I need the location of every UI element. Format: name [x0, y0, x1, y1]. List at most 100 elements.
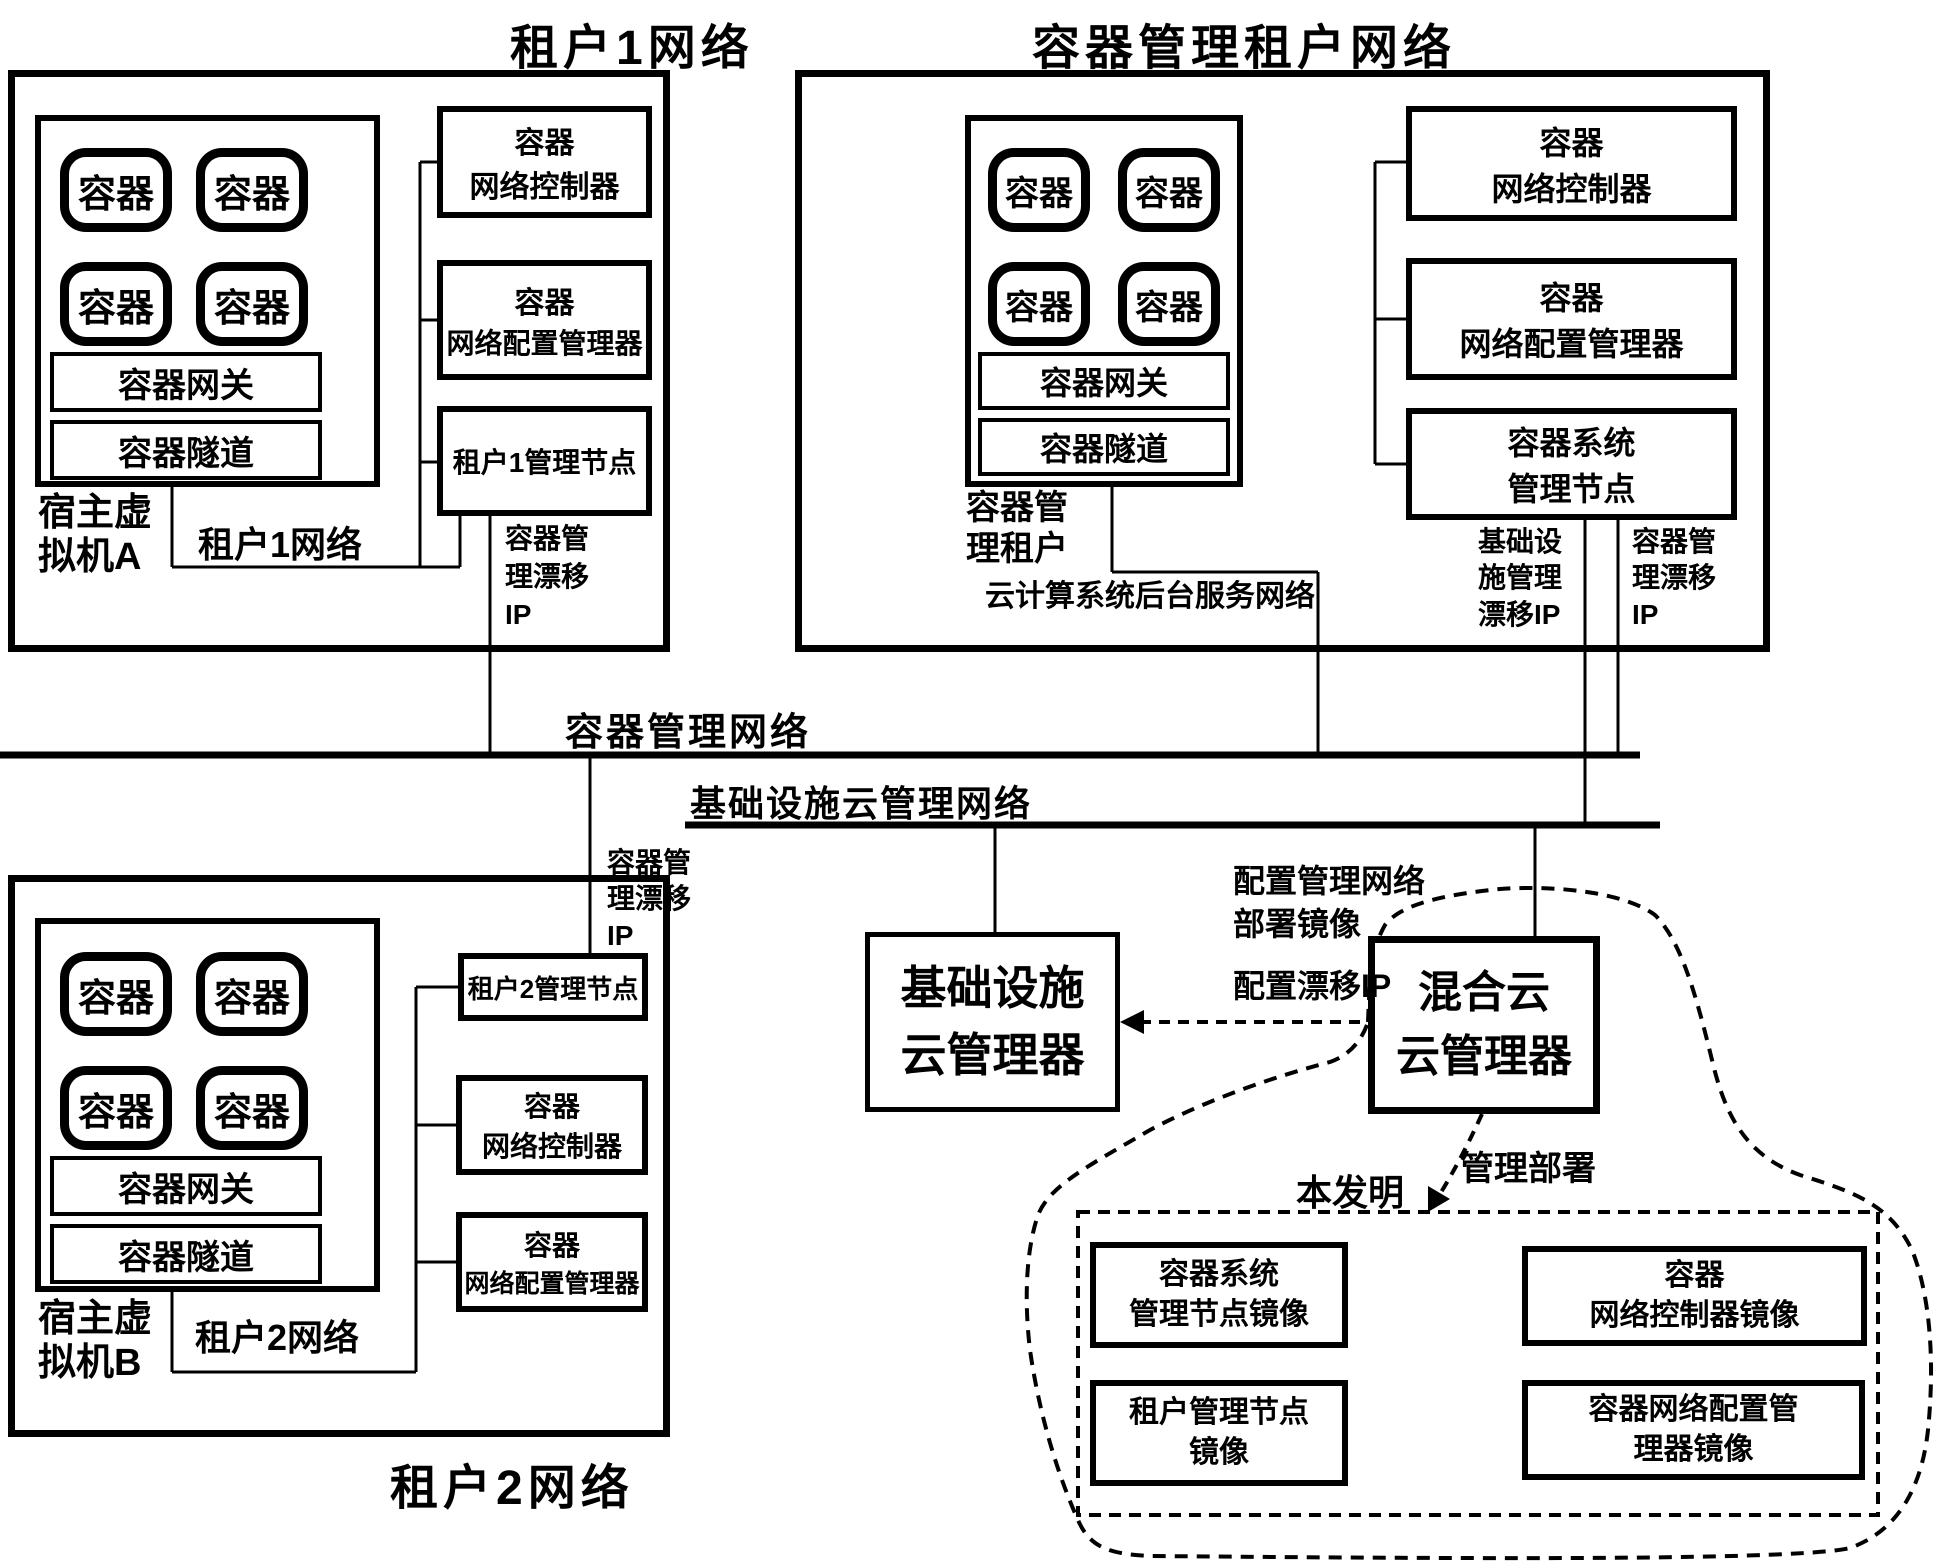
- invention-label: 本发明: [1296, 1172, 1405, 1213]
- tenant1-container-network-controller-box: 容器 网络控制器: [437, 106, 652, 218]
- cm-tenant-label-line1: 容器管: [966, 489, 1068, 527]
- manage-deploy-arrow-line: [1438, 1113, 1484, 1196]
- tenant1-container-mgmt-floating-ip-label: 容器管 理漂移 IP: [505, 520, 589, 633]
- deploy-image-line1: 配置管理网络: [1233, 863, 1426, 899]
- host-vm-a-label-line2: 拟机A: [38, 535, 142, 578]
- infra-manager-line1: 基础设施: [900, 962, 1085, 1015]
- t2-ip-line2: 理漂移: [607, 883, 692, 915]
- box-label-line2: 网络控制器: [469, 171, 620, 204]
- title-container-mgmt-tenant-network: 容器管理租户网络: [1032, 22, 1457, 75]
- container-chip: 容器: [988, 262, 1090, 346]
- bus-label-container-mgmt-network: 容器管理网络: [565, 712, 812, 754]
- img-box-line2: 网络控制器镜像: [1589, 1299, 1800, 1332]
- t2-ip-line1: 容器管: [607, 847, 692, 878]
- img-box-line1: 容器系统: [1159, 1257, 1279, 1291]
- container-chip: 容器: [196, 1066, 308, 1150]
- img-box-line1: 租户管理节点: [1129, 1395, 1309, 1429]
- infra-ip-line1: 基础设: [1478, 526, 1563, 557]
- hybrid-cloud-boundary: [1024, 886, 1934, 1561]
- infra-ip-line2: 施管理: [1478, 562, 1563, 594]
- hybrid-cloud-manager-box: 混合云 云管理器: [1368, 936, 1600, 1114]
- box-label-line1: 容器: [1539, 124, 1604, 161]
- floating-ip-line3: IP: [505, 598, 532, 630]
- box-label-line2: 网络配置管理器: [464, 1270, 640, 1298]
- tenant1-container-network-config-manager-box: 容器 网络配置管理器: [437, 260, 652, 380]
- container-chip: 容器: [60, 1066, 172, 1150]
- host-vm-b-label-line2: 拟机B: [38, 1341, 142, 1384]
- infrastructure-cloud-manager-box: 基础设施 云管理器: [865, 932, 1120, 1112]
- box-label-line1: 容器: [514, 287, 575, 320]
- tenant2-container-network-config-manager-box: 容器 网络配置管理器: [456, 1212, 648, 1312]
- container-gateway-bar: 容器网关: [978, 352, 1230, 410]
- img-box-line1: 容器网络配置管: [1588, 1392, 1799, 1426]
- infra-ip-line3: 漂移IP: [1478, 598, 1561, 630]
- hybrid-manager-line2: 云管理器: [1396, 1032, 1572, 1081]
- container-network-config-manager-image-box: 容器网络配置管 理器镜像: [1522, 1380, 1865, 1480]
- box-label-line2: 网络配置管理器: [446, 328, 643, 359]
- img-box-line1: 容器: [1664, 1258, 1725, 1292]
- config-mgmt-network-deploy-image-label: 配置管理网络 部署镜像: [1233, 860, 1425, 946]
- manage-deploy-label: 管理部署: [1460, 1150, 1596, 1188]
- tenant1-net-inner-label: 租户1网络: [198, 524, 363, 565]
- host-vm-a-label: 宿主虚 拟机A: [38, 492, 152, 579]
- tenant2-container-network-controller-box: 容器 网络控制器: [456, 1075, 648, 1175]
- box-label-line1: 容器: [523, 1091, 580, 1122]
- backend-service-network-label: 云计算系统后台服务网络: [985, 580, 1315, 613]
- box-label-line2: 网络配置管理器: [1459, 326, 1684, 362]
- host-vm-b-label: 宿主虚 拟机B: [38, 1298, 152, 1385]
- box-label-line1: 容器: [1539, 280, 1604, 316]
- img-box-line2: 理器镜像: [1633, 1433, 1754, 1466]
- container-chip: 容器: [1118, 262, 1220, 346]
- container-chip: 容器: [1118, 148, 1220, 232]
- cm-ip-line1: 容器管: [1632, 526, 1717, 557]
- container-tunnel-bar: 容器隧道: [978, 418, 1230, 476]
- container-gateway-bar: 容器网关: [50, 1156, 322, 1216]
- bus-label-infra-cloud-mgmt-network: 基础设施云管理网络: [690, 783, 1033, 824]
- img-box-line2: 镜像: [1189, 1436, 1249, 1469]
- floating-ip-line1: 容器管: [505, 523, 590, 554]
- tenant2-container-mgmt-floating-ip-label: 容器管 理漂移 IP: [607, 845, 691, 954]
- container-chip: 容器: [60, 262, 172, 346]
- box-label-line2: 网络控制器: [1491, 170, 1652, 207]
- container-chip: 容器: [60, 148, 172, 232]
- config-floating-ip-arrowhead: [1120, 1010, 1144, 1034]
- tenant2-management-node-box: 租户2管理节点: [458, 953, 648, 1021]
- cm-container-mgmt-floating-ip-label: 容器管 理漂移 IP: [1632, 524, 1716, 633]
- tenant2-net-inner-label: 租户2网络: [195, 1317, 360, 1358]
- container-tunnel-bar: 容器隧道: [50, 420, 322, 480]
- title-tenant2-network: 租户2网络: [390, 1462, 634, 1515]
- container-chip: 容器: [60, 952, 172, 1036]
- container-mgmt-tenant-label: 容器管 理租户: [966, 488, 1068, 570]
- container-system-mgmt-node-image-box: 容器系统 管理节点镜像: [1090, 1242, 1348, 1348]
- hybrid-manager-line1: 混合云: [1418, 968, 1550, 1018]
- cm-container-network-config-manager-box: 容器 网络配置管理器: [1406, 258, 1737, 380]
- container-chip: 容器: [196, 952, 308, 1036]
- cm-ip-line2: 理漂移: [1632, 562, 1717, 594]
- container-chip: 容器: [988, 148, 1090, 232]
- infra-mgmt-floating-ip-label: 基础设 施管理 漂移IP: [1478, 524, 1562, 633]
- tenant1-management-node-box: 租户1管理节点: [437, 406, 652, 516]
- box-label-line1: 容器: [514, 127, 575, 160]
- container-chip: 容器: [196, 148, 308, 232]
- container-network-controller-image-box: 容器 网络控制器镜像: [1522, 1246, 1867, 1346]
- tenant-mgmt-node-image-box: 租户管理节点 镜像: [1090, 1380, 1348, 1486]
- box-label-line2: 网络控制器: [481, 1131, 622, 1162]
- cm-container-network-controller-box: 容器 网络控制器: [1406, 106, 1737, 221]
- host-vm-a-label-line1: 宿主虚: [38, 492, 153, 534]
- deploy-image-line2: 部署镜像: [1233, 906, 1362, 943]
- box-label-line2: 管理节点: [1507, 471, 1636, 507]
- host-vm-b-label-line1: 宿主虚: [38, 1298, 153, 1340]
- container-chip: 容器: [196, 262, 308, 346]
- container-system-management-node-box: 容器系统 管理节点: [1406, 408, 1737, 520]
- title-tenant1-network: 租户1网络: [510, 22, 754, 75]
- config-floating-ip-label: 配置漂移IP: [1233, 968, 1392, 1004]
- floating-ip-line2: 理漂移: [505, 560, 590, 592]
- infra-manager-line2: 云管理器: [900, 1029, 1085, 1081]
- container-tunnel-bar: 容器隧道: [50, 1224, 322, 1284]
- cm-ip-line3: IP: [1632, 598, 1659, 630]
- manage-deploy-arrowhead: [1428, 1186, 1450, 1212]
- invention-dashed-rect: [1076, 1210, 1880, 1517]
- container-gateway-bar: 容器网关: [50, 352, 322, 412]
